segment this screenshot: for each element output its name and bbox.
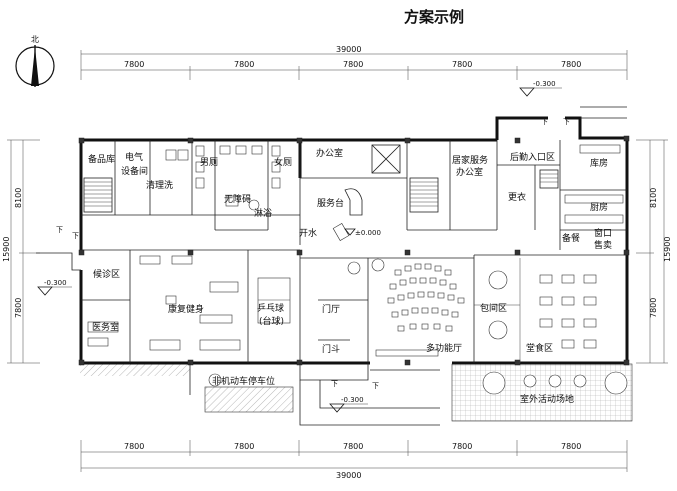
label-prep-meal: 备餐 xyxy=(562,232,580,244)
label-multi-hall: 多功能厅 xyxy=(426,342,462,354)
left-dimension-2: 7800 xyxy=(14,298,23,318)
kitchen-equipment xyxy=(564,144,624,224)
entrance-ramps xyxy=(36,106,627,426)
right-dimension-lines xyxy=(636,139,668,364)
right-total-dimension: 15900 xyxy=(663,237,672,262)
label-vestibule: 门斗 xyxy=(322,343,340,355)
down-mark-1: 下 xyxy=(541,118,548,126)
label-dining: 堂食区 xyxy=(526,342,553,354)
rehab-equipment xyxy=(87,255,291,351)
structural-columns xyxy=(78,135,630,366)
toilet-fixtures xyxy=(165,145,281,211)
right-dimension-1: 8100 xyxy=(649,188,658,208)
level-datum: ±0.000 xyxy=(355,229,381,237)
left-dimension-1: 8100 xyxy=(14,188,23,208)
label-storage-prep: 备品库 xyxy=(88,153,115,165)
left-dimension-lines xyxy=(7,139,40,364)
label-pingpong: 乒乓球 xyxy=(257,302,284,314)
elevation-markers xyxy=(37,87,562,413)
label-rear-entry: 后勤入口区 xyxy=(510,151,555,163)
label-warehouse: 库房 xyxy=(590,157,608,169)
down-mark-6: 下 xyxy=(372,382,379,390)
elevator-icon xyxy=(371,144,401,174)
label-service-desk: 服务台 xyxy=(317,197,344,209)
label-kitchen: 厨房 xyxy=(590,201,608,213)
label-sale: 售卖 xyxy=(594,239,612,251)
private-room-tables xyxy=(474,258,521,363)
dining-tables xyxy=(539,274,597,349)
down-mark-3: 下 xyxy=(56,226,63,234)
label-accessible: 无障碍 xyxy=(224,193,251,205)
bottom-dimension-2: 7800 xyxy=(234,442,254,451)
stair-west-icon xyxy=(83,177,113,213)
top-dimension-5: 7800 xyxy=(561,60,581,69)
level-entry-top-right: -0.300 xyxy=(533,80,556,88)
outdoor-activity-area xyxy=(451,363,633,422)
multi-hall-seating xyxy=(375,263,465,357)
label-clinic: 医务室 xyxy=(92,321,119,333)
label-female-toilet: 女厕 xyxy=(274,156,292,168)
label-office: 办公室 xyxy=(316,147,343,159)
label-electrical: 电气 xyxy=(125,151,143,163)
label-changing: 更衣 xyxy=(508,191,526,203)
label-equipment: 设备间 xyxy=(121,165,148,177)
stair-east-icon xyxy=(409,177,439,213)
label-outdoor: 室外活动场地 xyxy=(520,393,574,405)
down-mark-5: 下 xyxy=(331,380,338,388)
bottom-dimension-3: 7800 xyxy=(343,442,363,451)
bottom-total-dimension: 39000 xyxy=(336,471,361,480)
label-billiards: (台球) xyxy=(259,315,284,327)
label-rehab: 康复健身 xyxy=(168,303,204,315)
level-bottom-entry: -0.300 xyxy=(341,396,364,404)
bottom-dimension-lines xyxy=(80,440,628,472)
top-dimension-lines xyxy=(80,50,628,80)
south-planting-strip xyxy=(80,364,190,376)
bottom-dimension-1: 7800 xyxy=(124,442,144,451)
level-left-side: -0.300 xyxy=(44,279,67,287)
bottom-dimension-5: 7800 xyxy=(561,442,581,451)
service-desk-shape xyxy=(332,188,363,241)
label-bike-parking: 非机动车停车位 xyxy=(212,375,275,387)
bottom-dimension-4: 7800 xyxy=(452,442,472,451)
top-dimension-2: 7800 xyxy=(234,60,254,69)
right-dimension-2: 7800 xyxy=(649,298,658,318)
label-window: 窗口 xyxy=(594,227,612,239)
down-mark-2: 下 xyxy=(563,118,570,126)
bike-parking-area xyxy=(204,386,294,413)
label-hall: 门厅 xyxy=(322,303,340,315)
label-private-room: 包间区 xyxy=(480,302,507,314)
left-total-dimension: 15900 xyxy=(2,237,11,262)
top-total-dimension: 39000 xyxy=(336,45,361,54)
stair-rear-icon xyxy=(539,169,559,189)
label-home-office: 办公室 xyxy=(456,166,483,178)
top-dimension-4: 7800 xyxy=(452,60,472,69)
label-water: 开水 xyxy=(299,227,317,239)
north-label: 北 xyxy=(31,35,39,44)
planter-icons xyxy=(208,258,628,395)
top-dimension-1: 7800 xyxy=(124,60,144,69)
down-mark-4: 下 xyxy=(72,232,79,240)
label-male-toilet: 男厕 xyxy=(200,157,218,168)
north-arrow-icon xyxy=(15,45,55,87)
label-waiting: 候诊区 xyxy=(93,268,120,280)
label-cleaning: 清理洗 xyxy=(146,179,173,191)
top-dimension-3: 7800 xyxy=(343,60,363,69)
label-home-service: 居家服务 xyxy=(452,154,488,166)
label-shower: 淋浴 xyxy=(254,207,272,219)
plan-title: 方案示例 xyxy=(404,8,464,26)
